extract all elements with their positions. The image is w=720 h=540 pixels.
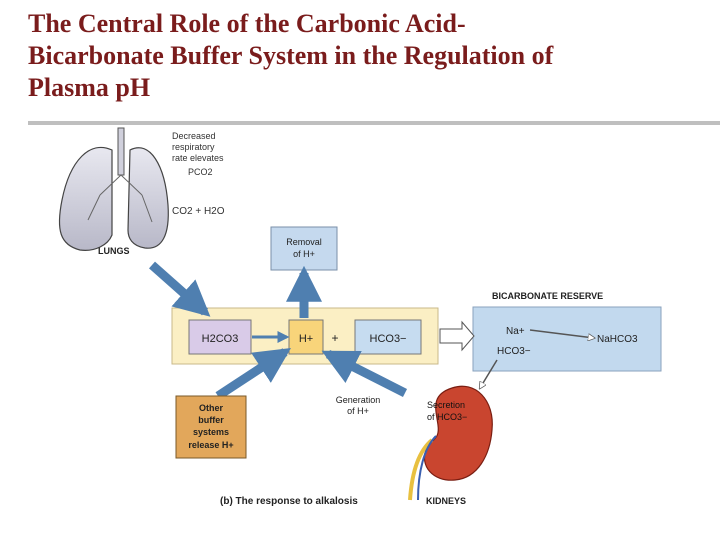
na-to-nahco3-arrow [529,329,594,338]
lungs-to-buffer-arrow [149,261,211,317]
removal-line-2: of H+ [293,249,315,259]
left-lung [58,146,113,251]
slide-title: The Central Role of the Carbonic Acid- B… [28,8,708,104]
lungs-note-line-4: PCO2 [188,167,213,177]
ureter [408,438,434,501]
lungs-note-line-2: respiratory [172,142,215,152]
h-plus-box [288,319,324,355]
lungs-note-line-1: Decreased [172,131,216,141]
kidney-illustration [408,385,493,501]
other-buffers-box [175,395,247,459]
h2co3-box [188,319,252,355]
h-plus-label: H+ [299,333,313,345]
kidney-shape [423,385,493,481]
title-line-3: Plasma pH [28,73,151,102]
lungs-label: LUNGS [98,246,130,256]
h2co3-label: H2CO3 [202,333,239,345]
secretion-line-1: Secretion [427,400,465,410]
other-buffers-line-4: release H+ [188,440,233,450]
reserve-to-kidney-arrow [480,359,498,388]
generation-line-1: Generation [336,395,381,405]
removal-line-1: Removal [286,237,322,247]
plus-sign: + [331,331,338,345]
other-buffers-line-1: Other [199,403,224,413]
trachea [117,127,125,176]
hco3-label: HCO3− [370,333,407,345]
generation-line-2: of H+ [347,406,369,416]
nahco3-label: NaHCO3 [597,334,638,345]
title-line-1: The Central Role of the Carbonic Acid- [28,9,466,38]
title-line-2: Bicarbonate Buffer System in the Regulat… [28,41,554,70]
lungs-note: Decreased respiratory rate elevates PCO2 [172,131,224,177]
right-lung [127,147,169,249]
lungs-illustration [58,127,169,251]
other-buffers-to-h-arrow [215,348,292,400]
reserve-hco3-label: HCO3− [497,346,531,357]
generation-arrow [321,349,408,398]
other-buffers-line-3: systems [193,427,229,437]
figure-caption: (b) The response to alkalosis [220,496,358,507]
secretion-line-2: of HCO3− [427,412,467,422]
bicarbonate-reserve-label: BICARBONATE RESERVE [492,291,603,301]
na-plus-label: Na+ [506,326,525,337]
central-to-reserve-arrow [439,320,475,352]
co2-h2o-equation: CO2 + H2O [172,206,225,217]
hco3-box [354,319,422,355]
lungs-note-line-3: rate elevates [172,153,224,163]
kidneys-label: KIDNEYS [426,496,466,506]
bicarbonate-reserve-panel [472,306,662,372]
other-buffers-line-2: buffer [198,415,224,425]
title-divider [28,121,720,125]
